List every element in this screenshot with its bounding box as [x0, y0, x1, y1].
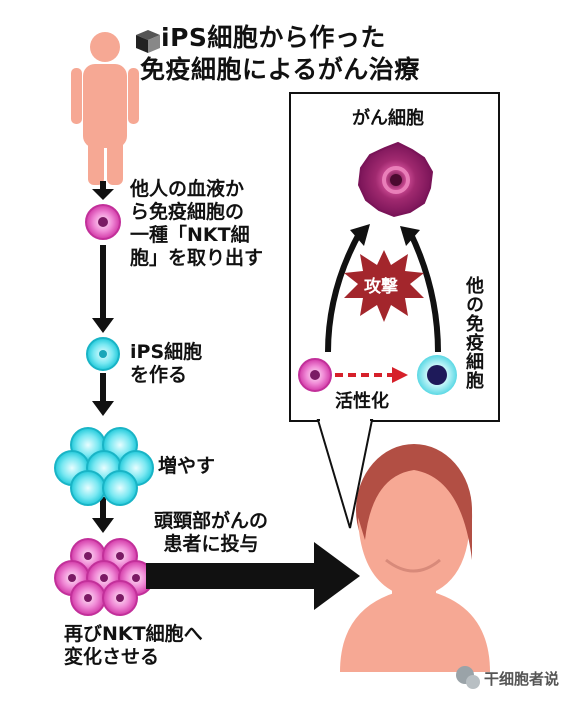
wechat-icon [456, 666, 480, 689]
arrow-down-icon [92, 518, 114, 533]
cube-icon [136, 30, 160, 53]
administer-line: 患者に投与 [163, 533, 259, 555]
step-make-ips-line: を作る [130, 364, 188, 386]
step-extract-line: 一種「NKT細 [130, 224, 250, 246]
attack-label: 攻撃 [364, 277, 398, 297]
arrow-down-icon [92, 401, 114, 416]
title-line-2: 免疫細胞によるがん治療 [140, 55, 420, 84]
administer-text: 頭頸部がんの 患者に投与 [154, 510, 268, 556]
step-differentiate-text: 再びNKT細胞へ 変化させる [64, 623, 203, 669]
flow-arrows [92, 181, 114, 533]
step-extract-line: 他人の血液か [130, 178, 245, 200]
nkt-cell-icon [85, 204, 121, 240]
donor-person-icon [71, 32, 139, 185]
administer-arrow-icon [146, 542, 360, 610]
cancer-cell-icon [357, 141, 434, 218]
page-title-line-2: 免疫細胞によるがん治療 [140, 54, 420, 85]
activate-arrow-icon [335, 367, 408, 383]
callout-tail [316, 419, 374, 529]
step-extract-text: 他人の血液か ら免疫細胞の 一種「NKT細 胞」を取り出す [130, 178, 263, 270]
arrow-down-icon [92, 189, 114, 200]
other-immune-cell-icon [417, 355, 457, 395]
step-differentiate-line: 変化させる [64, 646, 160, 668]
cancer-cell-label: がん細胞 [352, 108, 424, 129]
panel-nkt-cell-icon [298, 358, 332, 392]
watermark-text: 干细胞者说 [484, 670, 560, 688]
administer-line: 頭頸部がんの [154, 510, 269, 532]
title-line-1: iPS細胞から作った [161, 23, 386, 52]
attack-arrows [325, 224, 441, 353]
step-make-ips-line: iPS細胞 [130, 341, 203, 363]
attack-burst-icon [344, 250, 424, 322]
page-title: iPS細胞から作った [161, 22, 386, 53]
other-immune-cell-label: 他の免疫細胞 [463, 276, 484, 390]
ips-cell-cluster-icon [54, 427, 154, 506]
arrow-down-icon [92, 318, 114, 333]
ips-cell-icon [86, 337, 120, 371]
step-extract-line: ら免疫細胞の [130, 201, 245, 223]
step-make-ips-text: iPS細胞 を作る [130, 341, 202, 387]
patient-person-icon [340, 444, 490, 672]
step-differentiate-line: 再びNKT細胞へ [64, 623, 203, 645]
step-extract-line: 胞」を取り出す [130, 247, 264, 269]
nkt-cell-cluster-icon [54, 538, 154, 616]
step-grow-text: 増やす [158, 455, 216, 477]
activate-label: 活性化 [335, 391, 389, 412]
